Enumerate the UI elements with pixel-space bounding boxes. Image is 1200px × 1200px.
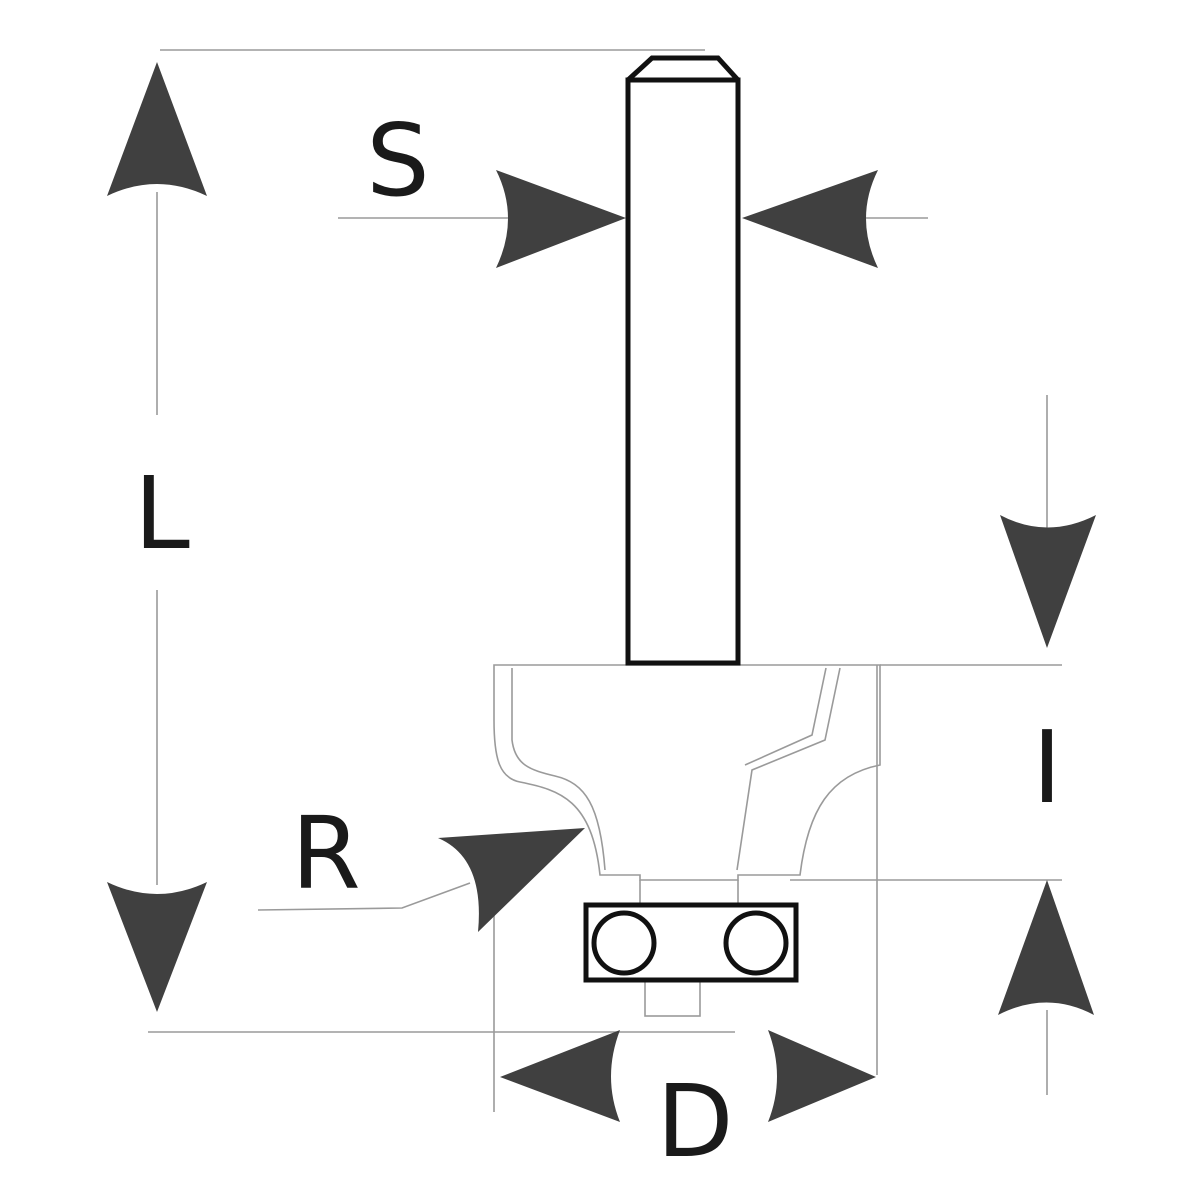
cutter-inner-profile-right	[736, 667, 841, 871]
bearing-ball-left	[591, 910, 657, 976]
s-arrow-right	[496, 170, 626, 268]
shank-body	[625, 77, 741, 666]
cutter-body	[493, 664, 881, 1017]
guide-lines	[148, 49, 1062, 1112]
cutter-body-outline	[493, 664, 881, 881]
dimension-labels: S L R I D	[134, 102, 1062, 1180]
arrowheads	[107, 62, 1096, 1122]
label-s: S	[366, 102, 429, 219]
label-r: R	[291, 795, 360, 912]
l-arrow-down	[107, 882, 207, 1012]
label-i: I	[1032, 709, 1062, 826]
label-l: L	[134, 455, 190, 572]
i-arrow-up	[998, 880, 1094, 1015]
bearing	[583, 902, 799, 983]
d-arrow-left	[500, 1030, 620, 1122]
s-arrow-left	[742, 170, 878, 268]
cutter-inner-profile-left	[511, 668, 606, 871]
i-arrow-down	[1000, 515, 1096, 648]
cutter-edge-detail	[744, 667, 827, 766]
l-arrow-up	[107, 62, 207, 196]
bearing-shaft-bottom	[644, 979, 701, 1017]
label-d: D	[656, 1063, 733, 1180]
shank	[625, 55, 741, 666]
d-arrow-right	[768, 1030, 876, 1122]
shank-chamfer	[626, 55, 740, 82]
r-arrow	[438, 828, 585, 932]
bearing-ball-right	[723, 910, 789, 976]
bearing-housing	[583, 902, 799, 983]
r-leader-line	[257, 882, 471, 911]
